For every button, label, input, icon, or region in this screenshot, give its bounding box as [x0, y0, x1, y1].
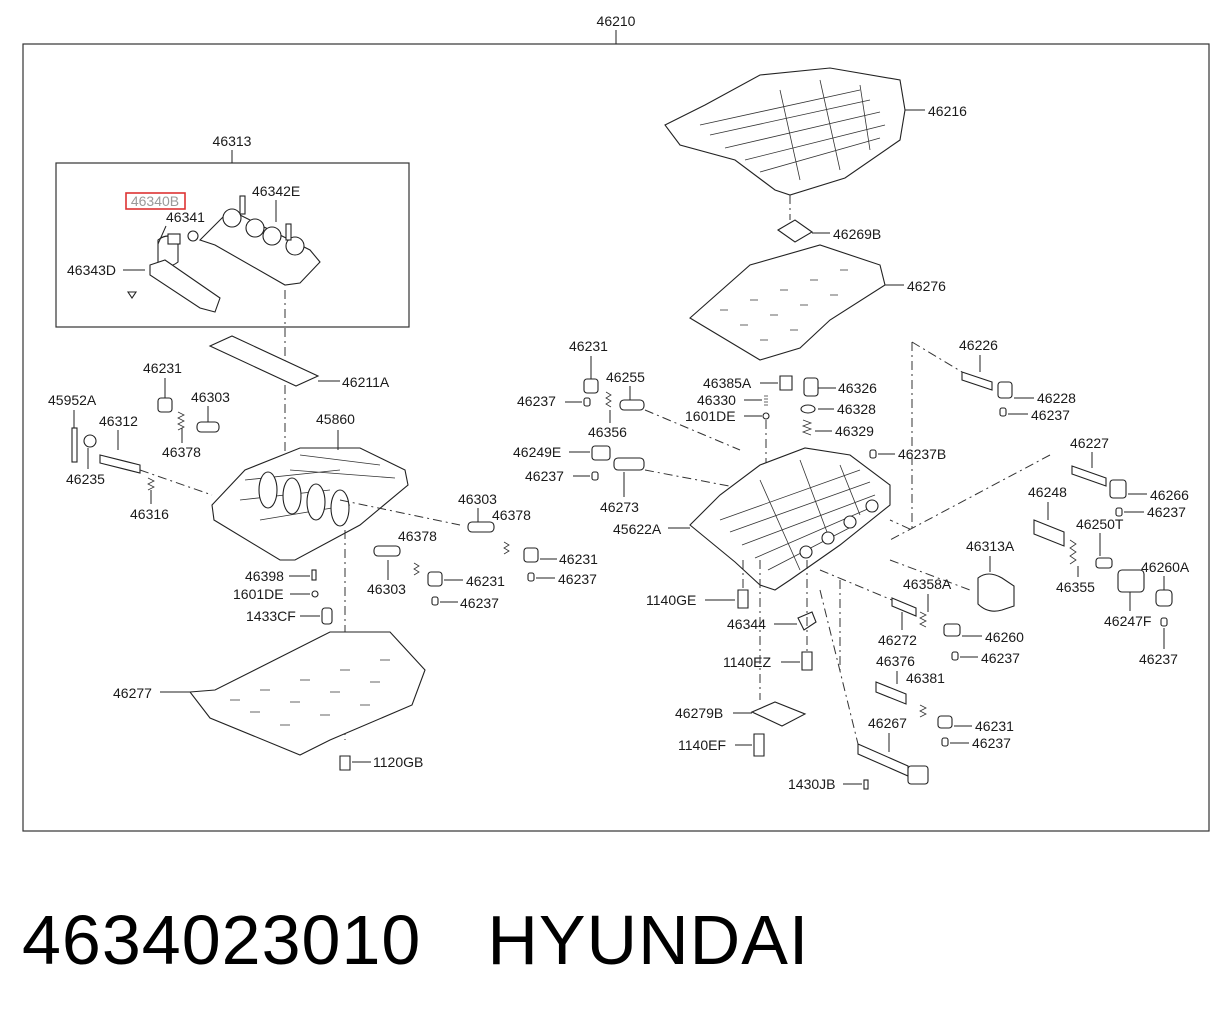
label-46237-i[interactable]: 46237: [981, 650, 1020, 666]
label-46279B[interactable]: 46279B: [675, 705, 723, 721]
label-46312[interactable]: 46312: [99, 413, 138, 429]
part-number: 4634023010: [22, 901, 422, 979]
label-1433CF[interactable]: 1433CF: [246, 608, 296, 624]
label-46266[interactable]: 46266: [1150, 487, 1189, 503]
label-46237-e[interactable]: 46237: [525, 468, 564, 484]
label-46342E[interactable]: 46342E: [252, 183, 300, 199]
label-46237-b[interactable]: 46237: [558, 571, 597, 587]
label-46381[interactable]: 46381: [906, 670, 945, 686]
label-46378-c[interactable]: 46378: [398, 528, 437, 544]
label-46267[interactable]: 46267: [868, 715, 907, 731]
label-46228[interactable]: 46228: [1037, 390, 1076, 406]
label-46398[interactable]: 46398: [245, 568, 284, 584]
label-45622A[interactable]: 45622A: [613, 521, 662, 537]
solenoid-subassembly-parts: [126, 195, 321, 313]
label-1430JB[interactable]: 1430JB: [788, 776, 835, 792]
label-46378-b[interactable]: 46378: [492, 507, 531, 523]
label-46237-h[interactable]: 46237: [1139, 651, 1178, 667]
label-46341[interactable]: 46341: [166, 209, 205, 225]
label-1140GE[interactable]: 1140GE: [646, 592, 696, 608]
label-45860[interactable]: 45860: [316, 411, 355, 427]
label-46273[interactable]: 46273: [600, 499, 639, 515]
highlighted-part-box[interactable]: [125, 192, 186, 210]
label-46237-g[interactable]: 46237: [1147, 504, 1186, 520]
label-46247F[interactable]: 46247F: [1104, 613, 1151, 629]
label-1601DE-a[interactable]: 1601DE: [233, 586, 284, 602]
label-46326[interactable]: 46326: [838, 380, 877, 396]
label-46358A[interactable]: 46358A: [903, 576, 952, 592]
label-46216[interactable]: 46216: [928, 103, 967, 119]
label-46235[interactable]: 46235: [66, 471, 105, 487]
label-46237-d[interactable]: 46237: [517, 393, 556, 409]
label-46303-c[interactable]: 46303: [367, 581, 406, 597]
label-46356[interactable]: 46356: [588, 424, 627, 440]
separator-plate-46276: [689, 244, 886, 361]
label-46343D[interactable]: 46343D: [67, 262, 116, 278]
label-46378-a[interactable]: 46378: [162, 444, 201, 460]
exploded-parts-diagram: 46210 46313 46340B 46342E 46341 46343D 4…: [22, 13, 1210, 832]
highlighted-part-label[interactable]: 46340B: [131, 193, 179, 209]
label-46269B[interactable]: 46269B: [833, 226, 881, 242]
label-46231-e[interactable]: 46231: [975, 718, 1014, 734]
separator-plate-46277: [188, 631, 426, 756]
label-46231-c[interactable]: 46231: [466, 573, 505, 589]
label-46303-a[interactable]: 46303: [191, 389, 230, 405]
label-46237B[interactable]: 46237B: [898, 446, 946, 462]
gasket-46211A: [208, 335, 320, 387]
label-46211A[interactable]: 46211A: [342, 374, 390, 390]
label-46385A[interactable]: 46385A: [703, 375, 752, 391]
label-46260A[interactable]: 46260A: [1141, 559, 1190, 575]
label-46276[interactable]: 46276: [907, 278, 946, 294]
label-46255[interactable]: 46255: [606, 369, 645, 385]
label-1601DE-b[interactable]: 1601DE: [685, 408, 736, 424]
label-46237-j[interactable]: 46237: [972, 735, 1011, 751]
label-1120GB[interactable]: 1120GB: [373, 754, 423, 770]
label-46328[interactable]: 46328: [837, 401, 876, 417]
label-45952A[interactable]: 45952A: [48, 392, 97, 408]
label-46313A[interactable]: 46313A: [966, 538, 1015, 554]
label-46344[interactable]: 46344: [727, 616, 766, 632]
label-46237-c[interactable]: 46237: [460, 595, 499, 611]
label-46376[interactable]: 46376: [876, 653, 915, 669]
label-1140EF[interactable]: 1140EF: [678, 737, 726, 753]
label-46237-f[interactable]: 46237: [1031, 407, 1070, 423]
label-1140EZ[interactable]: 1140EZ: [723, 654, 771, 670]
label-46249E[interactable]: 46249E: [513, 444, 561, 460]
label-46226[interactable]: 46226: [959, 337, 998, 353]
upper-valve-body-46216: [664, 67, 906, 196]
label-46231-d[interactable]: 46231: [569, 338, 608, 354]
label-46355[interactable]: 46355: [1056, 579, 1095, 595]
label-46248[interactable]: 46248: [1028, 484, 1067, 500]
label-46303-b[interactable]: 46303: [458, 491, 497, 507]
brand-name: HYUNDAI: [487, 901, 810, 979]
label-46330[interactable]: 46330: [697, 392, 736, 408]
part-caption: 4634023010 HYUNDAI: [22, 890, 809, 990]
label-46231-a[interactable]: 46231: [143, 360, 182, 376]
label-46329[interactable]: 46329: [835, 423, 874, 439]
label-46277[interactable]: 46277: [113, 685, 152, 701]
label-46231-b[interactable]: 46231: [559, 551, 598, 567]
root-part-label[interactable]: 46210: [597, 13, 636, 29]
label-46316[interactable]: 46316: [130, 506, 169, 522]
label-46260[interactable]: 46260: [985, 629, 1024, 645]
label-46250T[interactable]: 46250T: [1076, 516, 1124, 532]
valve-body-45622A: [689, 447, 891, 591]
label-46227[interactable]: 46227: [1070, 435, 1109, 451]
subassembly-label[interactable]: 46313: [213, 133, 252, 149]
label-46272[interactable]: 46272: [878, 632, 917, 648]
gasket-46269B: [776, 219, 814, 243]
